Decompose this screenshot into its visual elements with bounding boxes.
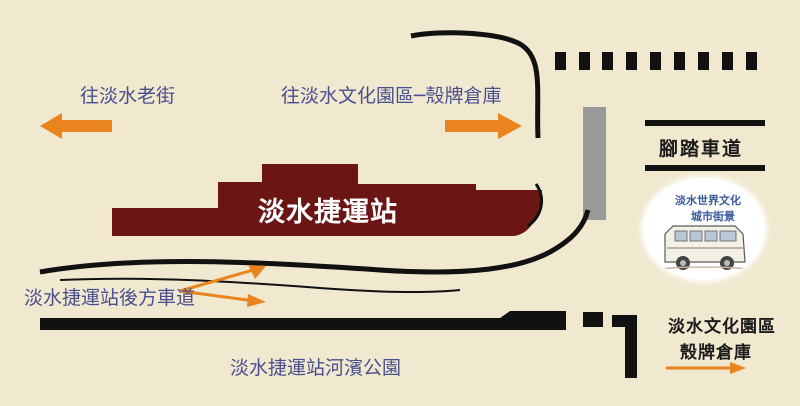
north-curved-road [410, 30, 541, 139]
label-culture-park-warehouse: 往淡水文化園區─殼牌倉庫 [281, 85, 502, 107]
station-building [112, 164, 542, 236]
label-bike-lane: 腳踏車道 [659, 138, 744, 160]
label-culture-park-line1: 淡水文化園區 [668, 317, 776, 337]
right-arrow-icon [445, 113, 522, 139]
bike-lane-top-line [645, 120, 765, 126]
bike-lane-bottom-line [645, 165, 765, 171]
riverside-road [40, 311, 566, 330]
bottom-right-arrowhead-icon [730, 362, 746, 374]
short-road-dash [583, 312, 603, 327]
dashed-crossing [555, 52, 757, 70]
label-rear-road: 淡水捷運站後方車道 [24, 287, 196, 309]
rear-curved-road [39, 209, 591, 275]
badge-line1: 淡水世界文化 [675, 194, 741, 207]
label-old-street: 往淡水老街 [80, 85, 176, 107]
label-culture-park-line2: 殼牌倉庫 [680, 343, 752, 363]
rear-road-lower-edge [59, 277, 461, 293]
arrowhead-up-icon [248, 265, 266, 279]
left-arrow-icon [40, 113, 112, 139]
arrow-to-riverside-road-icon [179, 289, 256, 303]
station-east-curve [527, 183, 544, 228]
vertical-road-segment [612, 315, 637, 378]
arrow-to-curved-road-icon [179, 266, 261, 293]
arrowhead-down-icon [247, 294, 266, 307]
city-streetscape-badge: 淡水世界文化 城市街景 [643, 178, 765, 280]
grey-pillar [583, 107, 606, 220]
label-mrt-station: 淡水捷運站 [258, 197, 398, 228]
bus-icon [656, 225, 754, 271]
badge-line2: 城市街景 [691, 210, 735, 223]
label-riverside-park: 淡水捷運站河濱公園 [230, 357, 402, 379]
